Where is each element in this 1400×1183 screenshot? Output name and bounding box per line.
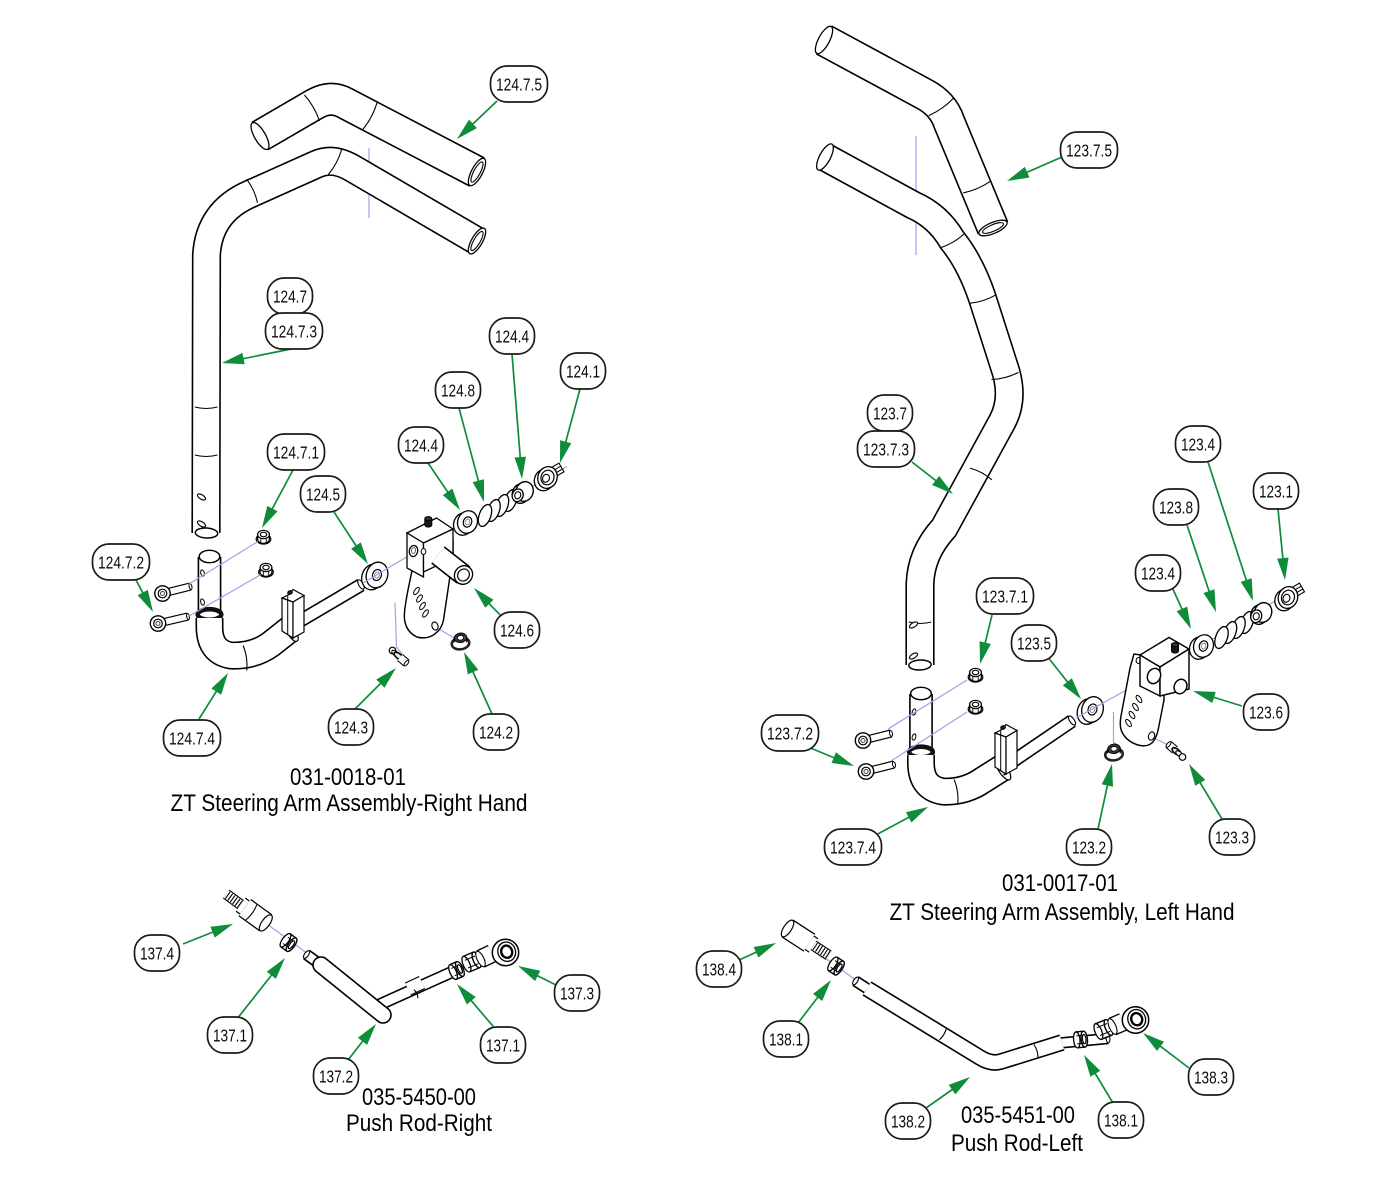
svg-text:123.6: 123.6 — [1249, 702, 1283, 722]
svg-text:124.7.2: 124.7.2 — [98, 552, 144, 572]
svg-text:123.7.1: 123.7.1 — [982, 586, 1028, 606]
svg-text:124.8: 124.8 — [441, 380, 475, 400]
svg-text:124.7: 124.7 — [273, 286, 307, 306]
svg-text:031-0017-01: 031-0017-01 — [1002, 870, 1118, 897]
svg-text:123.7.2: 123.7.2 — [767, 723, 813, 743]
svg-text:123.7: 123.7 — [873, 403, 907, 423]
svg-text:124.7.5: 124.7.5 — [496, 74, 542, 94]
svg-text:031-0018-01: 031-0018-01 — [290, 764, 406, 791]
svg-text:124.6: 124.6 — [500, 620, 534, 640]
svg-text:124.2: 124.2 — [479, 722, 513, 742]
svg-text:123.3: 123.3 — [1215, 827, 1249, 847]
svg-text:124.3: 124.3 — [334, 717, 368, 737]
svg-text:124.7.4: 124.7.4 — [169, 728, 215, 748]
svg-text:123.1: 123.1 — [1259, 481, 1293, 501]
svg-text:124.4: 124.4 — [404, 435, 438, 455]
svg-text:138.2: 138.2 — [891, 1111, 925, 1131]
svg-text:123.7.3: 123.7.3 — [863, 439, 909, 459]
svg-text:ZT Steering Arm Assembly-Right: ZT Steering Arm Assembly-Right Hand — [171, 790, 528, 817]
svg-text:ZT Steering Arm Assembly, Left: ZT Steering Arm Assembly, Left Hand — [890, 899, 1235, 926]
svg-text:137.4: 137.4 — [140, 943, 174, 963]
svg-text:123.8: 123.8 — [1159, 497, 1193, 517]
svg-text:124.7.3: 124.7.3 — [271, 321, 317, 341]
svg-text:138.4: 138.4 — [702, 959, 736, 979]
svg-text:124.5: 124.5 — [306, 484, 340, 504]
svg-text:123.5: 123.5 — [1017, 633, 1051, 653]
svg-text:123.2: 123.2 — [1072, 837, 1106, 857]
svg-text:123.7.5: 123.7.5 — [1066, 140, 1112, 160]
svg-text:Push Rod-Left: Push Rod-Left — [951, 1130, 1083, 1157]
svg-text:138.3: 138.3 — [1194, 1067, 1228, 1087]
svg-text:124.4: 124.4 — [495, 326, 529, 346]
svg-text:137.1: 137.1 — [213, 1025, 247, 1045]
svg-text:138.1: 138.1 — [1104, 1110, 1138, 1130]
svg-text:124.1: 124.1 — [566, 361, 600, 381]
svg-text:138.1: 138.1 — [769, 1029, 803, 1049]
svg-text:137.2: 137.2 — [319, 1066, 353, 1086]
svg-text:137.3: 137.3 — [560, 983, 594, 1003]
svg-text:035-5450-00: 035-5450-00 — [362, 1084, 476, 1111]
svg-text:124.7.1: 124.7.1 — [273, 442, 319, 462]
svg-text:Push Rod-Right: Push Rod-Right — [346, 1110, 492, 1137]
svg-text:123.4: 123.4 — [1141, 563, 1175, 583]
svg-text:137.1: 137.1 — [486, 1035, 520, 1055]
svg-text:123.4: 123.4 — [1181, 434, 1215, 454]
svg-text:035-5451-00: 035-5451-00 — [961, 1102, 1075, 1129]
svg-text:123.7.4: 123.7.4 — [830, 837, 876, 857]
